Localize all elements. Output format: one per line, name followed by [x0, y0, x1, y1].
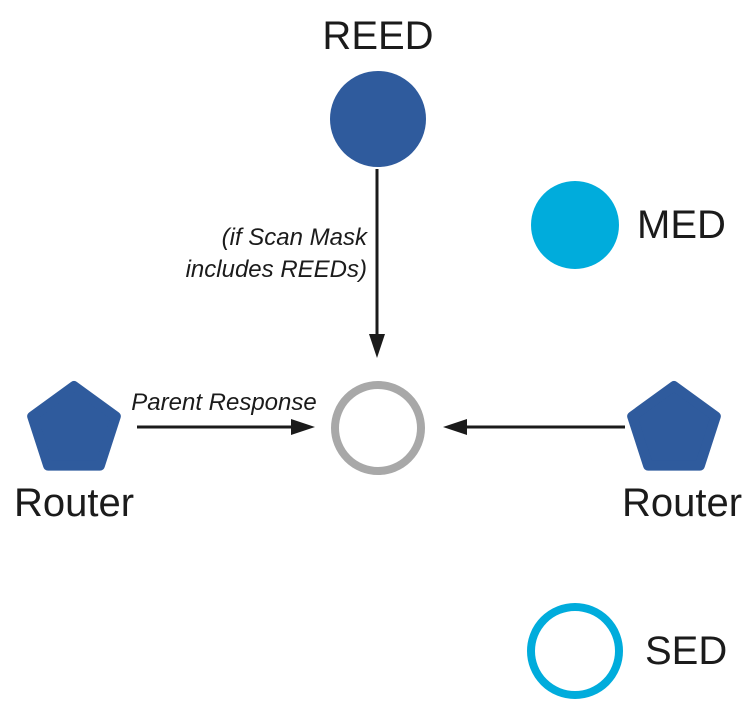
sed-node-circle: [527, 603, 623, 699]
scan-mask-annotation-line2: includes REEDs): [185, 256, 367, 283]
reed-label: REED: [322, 14, 434, 58]
router-right-pentagon: [627, 381, 721, 471]
router-left-label: Router: [13, 481, 135, 525]
edge-reed-to-joiner: [369, 169, 385, 358]
joiner-node-circle: [331, 381, 425, 475]
arrowhead-down-icon: [369, 334, 385, 358]
router-right-label: Router: [621, 481, 743, 525]
edge-router-right-to-joiner: [443, 419, 625, 435]
router-left-pentagon: [27, 381, 121, 471]
parent-response-annotation: Parent Response: [131, 389, 317, 416]
arrowhead-right-icon: [291, 419, 315, 435]
sed-label: SED: [645, 629, 728, 673]
med-node-circle: [531, 181, 619, 269]
arrowhead-left-icon: [443, 419, 467, 435]
scan-mask-annotation-line1: (if Scan Mask: [221, 224, 367, 251]
med-label: MED: [637, 203, 726, 247]
reed-node-circle: [330, 71, 426, 167]
scan-mask-annotation: (if Scan Mask includes REEDs): [186, 222, 367, 286]
edge-router-left-to-joiner: [137, 419, 315, 435]
